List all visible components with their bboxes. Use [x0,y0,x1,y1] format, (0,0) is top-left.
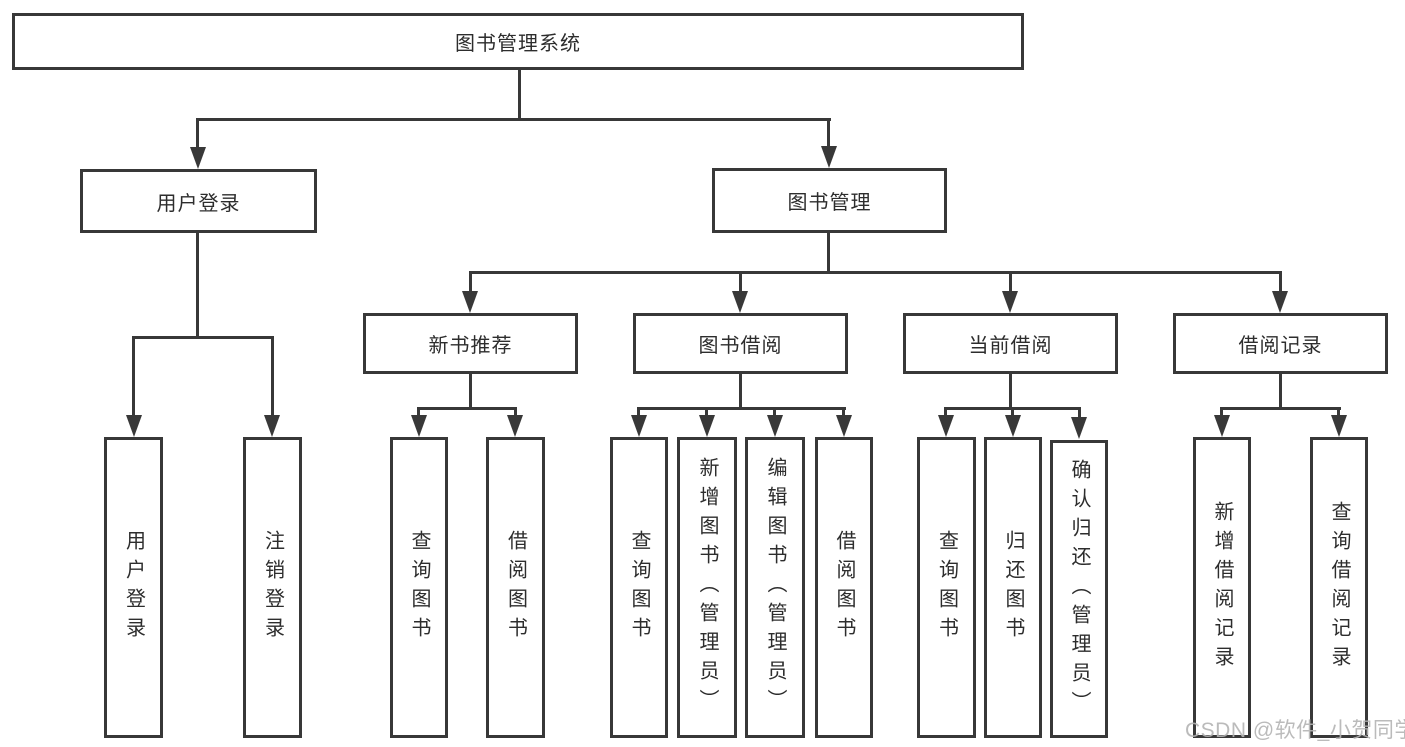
arrowhead-book-management [821,146,837,168]
connector-stub-book-management [827,118,830,149]
connector-userlogin-drop [196,233,199,338]
leaf-borrow-books-1: 借阅图书 [486,437,545,738]
connector-bookborrow-branch [637,407,846,410]
connector-stub-currentborrow [1009,271,1012,295]
connector-stub-g3-1 [637,407,640,418]
connector-stub-newbook [469,271,472,295]
leaf-borrow-books-2: 借阅图书 [815,437,873,738]
connector-stub-g4-2 [1011,407,1014,418]
arrowhead-g5-2 [1331,415,1347,437]
arrowhead-leaf-login [126,415,142,437]
arrowhead-leaf-logout [264,415,280,437]
connector-stub-user-login [196,118,199,150]
arrowhead-g4-3 [1071,417,1087,439]
arrowhead-g3-1 [631,415,647,437]
connector-stub-g4-1 [944,407,947,418]
connector-stub-bookborrow [739,271,742,295]
leaf-add-books-admin: 新增图书（管理员） [677,437,737,738]
connector-level3-branch [469,271,1282,274]
connector-bookmgmt-drop [827,233,830,274]
connector-stub-g5-1 [1220,407,1223,418]
arrowhead-g2-1 [411,415,427,437]
connector-bookborrow-drop [739,374,742,410]
connector-stub-leaf-login [132,336,135,418]
connector-root-drop [518,70,521,119]
leaf-add-borrow-record: 新增借阅记录 [1193,437,1251,738]
connector-stub-g5-2 [1337,407,1340,418]
leaf-query-books-1: 查询图书 [390,437,448,738]
node-borrowing-records: 借阅记录 [1173,313,1388,374]
arrowhead-g3-2 [699,415,715,437]
connector-borrowrecords-drop [1279,374,1282,410]
connector-stub-borrowrecords [1279,271,1282,295]
arrowhead-g4-1 [938,415,954,437]
connector-stub-g2-1 [417,407,420,418]
leaf-edit-books-admin: 编辑图书（管理员） [745,437,805,738]
leaf-return-books: 归还图书 [984,437,1042,738]
node-new-book-recommend: 新书推荐 [363,313,578,374]
node-book-borrowing: 图书借阅 [633,313,848,374]
arrowhead-g3-4 [836,415,852,437]
connector-stub-leaf-logout [271,336,274,418]
arrowhead-g4-2 [1005,415,1021,437]
connector-newbook-drop [469,374,472,410]
connector-stub-g3-3 [773,407,776,418]
connector-stub-g3-4 [842,407,845,418]
leaf-query-books-2: 查询图书 [610,437,668,738]
arrowhead-bookborrow [732,291,748,313]
csdn-watermark: CSDN @软件_小贺同学 [1185,719,1405,742]
connector-stub-g2-2 [514,407,517,418]
arrowhead-currentborrow [1002,291,1018,313]
leaf-logout: 注销登录 [243,437,302,738]
node-user-login: 用户登录 [80,169,317,233]
leaf-query-borrow-record: 查询借阅记录 [1310,437,1368,738]
arrowhead-borrowrecords [1272,291,1288,313]
connector-stub-g3-2 [705,407,708,418]
node-book-management: 图书管理 [712,168,947,233]
connector-currentborrow-drop [1009,374,1012,410]
arrowhead-g2-2 [507,415,523,437]
arrowhead-g3-3 [767,415,783,437]
leaf-confirm-return-admin: 确认归还（管理员） [1050,440,1108,738]
node-current-borrowing: 当前借阅 [903,313,1118,374]
connector-userlogin-branch [132,336,274,339]
connector-level2-branch [197,118,831,121]
arrowhead-newbook [462,291,478,313]
connector-newbook-branch [417,407,517,410]
connector-stub-g4-3 [1078,407,1081,418]
node-library-management-system: 图书管理系统 [12,13,1024,70]
arrowhead-user-login [190,147,206,169]
leaf-user-login: 用户登录 [104,437,163,738]
leaf-query-books-3: 查询图书 [917,437,976,738]
connector-borrowrecords-branch [1220,407,1341,410]
arrowhead-g5-1 [1214,415,1230,437]
